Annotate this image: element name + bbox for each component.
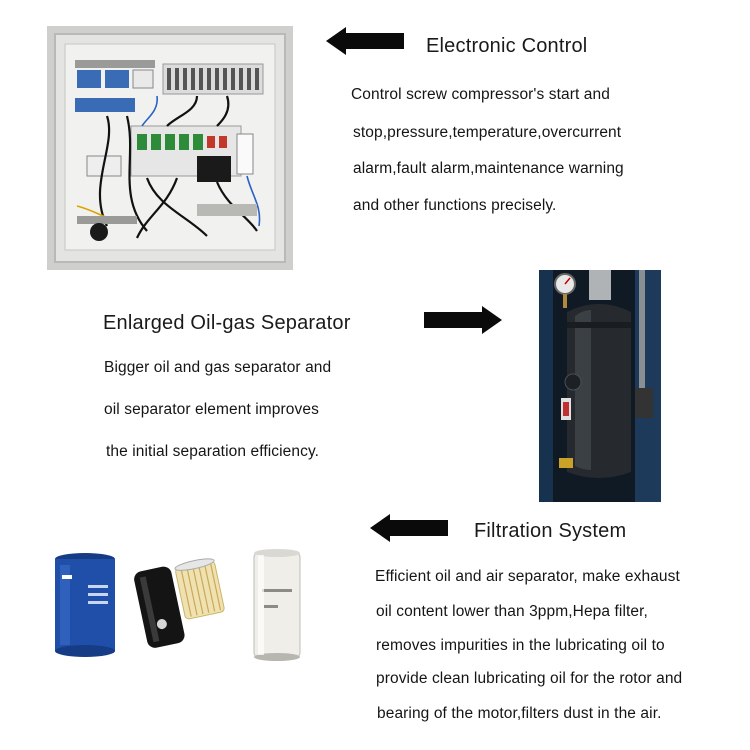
separator-text-line-2: oil separator element improves (104, 401, 319, 418)
filtration-text-line-1: Efficient oil and air separator, make ex… (375, 568, 680, 585)
separator-title: Enlarged Oil-gas Separator (103, 312, 351, 334)
filters-illustration (55, 549, 301, 661)
filtration-text-line-3: removes impurities in the lubricating oi… (376, 637, 665, 654)
oil-gas-separator-image (539, 270, 661, 502)
arrow-left-shape (370, 514, 448, 542)
electrical-panel-image (47, 26, 293, 270)
electronic-control-title: Electronic Control (426, 35, 588, 57)
arrow-left-icon (370, 514, 448, 542)
oil-gas-separator-illustration (539, 270, 661, 502)
filtration-text-line-5: bearing of the motor,filters dust in the… (377, 705, 662, 722)
electrical-panel-illustration (47, 26, 293, 270)
arrow-left-icon (326, 27, 404, 55)
arrow-right-icon (424, 306, 502, 334)
electronic-control-text-line-2: stop,pressure,temperature,overcurrent (353, 124, 622, 141)
electronic-control-text-line-3: alarm,fault alarm,maintenance warning (353, 160, 624, 177)
separator-text-line-3: the initial separation efficiency. (106, 443, 320, 460)
arrow-right-shape (424, 306, 502, 334)
filtration-text-line-4: provide clean lubricating oil for the ro… (376, 670, 683, 687)
separator-text-line-1: Bigger oil and gas separator and (104, 359, 332, 376)
electronic-control-text-line-4: and other functions precisely. (353, 197, 557, 214)
electronic-control-text-line-1: Control screw compressor's start and (351, 86, 610, 103)
filtration-text-line-2: oil content lower than 3ppm,Hepa filter, (376, 603, 648, 620)
filtration-title: Filtration System (474, 520, 627, 542)
filters-image (40, 545, 320, 670)
arrow-left-shape (326, 27, 404, 55)
